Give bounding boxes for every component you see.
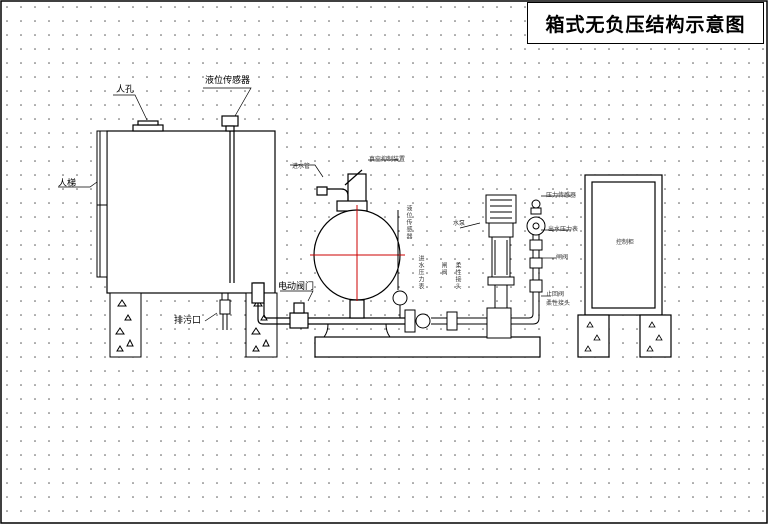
drain-valve (219, 293, 231, 330)
tank-outlet-pipe (251, 282, 405, 329)
control-cabinet-label: 控制柜 (616, 239, 635, 246)
drain-label: 排污口 (174, 316, 202, 326)
check-valve-label: 止回阀 (546, 291, 565, 298)
vessel-level-sensor (392, 210, 408, 318)
tank-supports (109, 292, 278, 358)
pressure-vessel (310, 169, 405, 319)
inlet-pipe-label: 进水管 (292, 163, 311, 170)
outlet-flexible-joint-label: 柔性接头 (546, 300, 571, 307)
pump-label: 水泵 (453, 220, 466, 227)
ladder (96, 130, 108, 278)
drawing-title-block: 箱式无负压结构示意图 (527, 2, 764, 44)
vessel-feet (323, 323, 391, 338)
vacuum-suppressor-label: 真空抑制装置 (369, 156, 406, 163)
flexible-joint-label: 柔性接头 (454, 262, 461, 290)
control-cabinet (577, 174, 672, 358)
outlet-pressure-gauge-label: 出水压力表 (548, 226, 579, 233)
pump (485, 194, 517, 308)
pump-base (314, 336, 541, 358)
level-sensor-label: 液位传感器 (205, 76, 251, 86)
manhole-label: 人孔 (116, 85, 135, 95)
water-tank (106, 115, 276, 294)
electric-valve-label: 电动阀门 (278, 282, 315, 292)
pump-suction-line (404, 307, 512, 339)
discharge-line (511, 199, 546, 325)
pressure-sensor-label: 压力传感器 (546, 192, 577, 199)
gate-valve-label: 闸阀 (440, 262, 447, 276)
ladder-label: 人梯 (58, 179, 77, 189)
leader-lines (58, 87, 571, 322)
tank-pressure-sensor-label: 液位传感器 (405, 205, 412, 240)
drawing-title: 箱式无负压结构示意图 (545, 13, 746, 36)
inlet-pressure-gauge-label: 进水压力表 (417, 255, 424, 290)
outlet-gate-valve-label: 闸阀 (556, 254, 569, 261)
